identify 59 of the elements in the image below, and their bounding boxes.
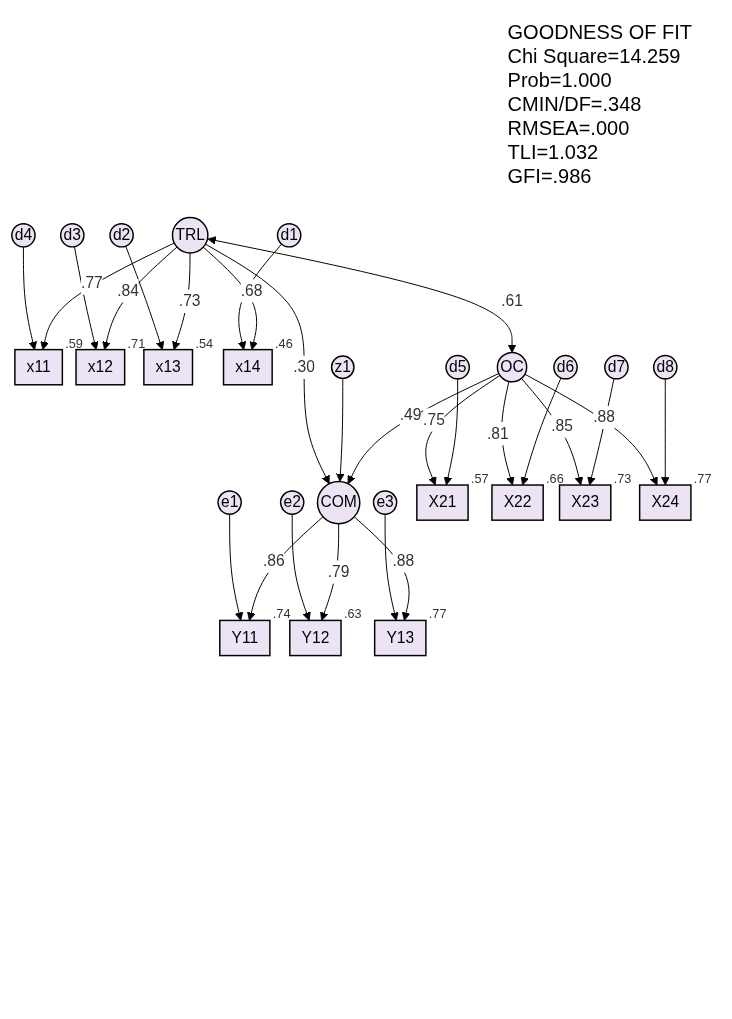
fit-statistic: Prob=1.000 [507, 68, 613, 92]
edge-label: .73 [178, 292, 201, 310]
node-circle [279, 490, 305, 515]
edge-label: .68 [240, 282, 263, 299]
node-box [289, 619, 342, 657]
edge-label: .88 [593, 408, 615, 426]
node-circle [217, 490, 242, 515]
node-circle [652, 354, 678, 380]
node-box [638, 484, 692, 521]
node-circle [445, 354, 470, 380]
fit-statistic: RMSEA=.000 [507, 116, 631, 140]
squared-correlation: .77 [428, 607, 447, 622]
node-circle [171, 216, 209, 254]
edge-label: .88 [392, 552, 415, 569]
node-box [222, 348, 273, 386]
edge-label: .77 [81, 274, 103, 291]
edge-label: .86 [263, 552, 285, 569]
squared-correlation: .46 [275, 336, 293, 351]
fit-statistic: Chi Square=14.259 [507, 44, 682, 68]
node-circle [316, 480, 361, 525]
edge-label: .75 [423, 411, 445, 428]
fit-statistic: CMIN/DF=.348 [507, 92, 643, 116]
edge-label: .49 [399, 406, 422, 424]
node-circle [59, 222, 85, 248]
node-circle [496, 351, 528, 383]
squared-correlation: .74 [272, 607, 291, 622]
squared-correlation: .54 [195, 336, 214, 351]
node-box [219, 619, 271, 657]
edge-label: .84 [117, 281, 139, 299]
edge-label: .85 [551, 417, 573, 434]
squared-correlation: .59 [65, 336, 83, 351]
fit-statistic: TLI=1.032 [507, 140, 600, 164]
edge-label: .81 [486, 424, 509, 442]
node-circle [109, 222, 134, 248]
node-box [416, 484, 469, 521]
node-circle [276, 222, 302, 248]
node-box [491, 484, 544, 521]
node-box [14, 348, 64, 386]
edge-label: .79 [327, 563, 350, 580]
squared-correlation: .57 [471, 472, 489, 487]
squared-correlation: .71 [127, 336, 146, 351]
node-circle [11, 222, 36, 248]
squared-correlation: .77 [693, 472, 712, 487]
node-box [75, 348, 126, 386]
fit-statistic: GFI=.986 [507, 164, 593, 188]
node-circle [553, 354, 578, 380]
squared-correlation: .63 [343, 607, 362, 622]
path-diagram: .77 .84 .73 .68 .30 .86 .79 .88 .49 .61 .75 .81 .85 .88 d4 d3 d2 TRL d1 x11 x12 x13 x14 z1 d5 OC d6 d7 d8 e1 e2 COM e3 X21 X22 X23 X24 Y11 Y12 Y13 .59 .71 .54 .46 .74 .63 .77 .57 .66 .73 .77 [4, 200, 728, 664]
squared-correlation: .73 [613, 472, 632, 487]
node-box [143, 348, 194, 386]
node-circle [372, 490, 398, 515]
edge-label: .30 [293, 358, 315, 376]
fit-heading: GOODNESS OF FIT [507, 20, 692, 44]
squared-correlation: .66 [546, 472, 564, 487]
node-box [373, 619, 427, 657]
node-circle [330, 355, 355, 380]
node-box [558, 484, 612, 521]
node-circle [604, 354, 629, 380]
edge-label: .61 [501, 292, 523, 310]
